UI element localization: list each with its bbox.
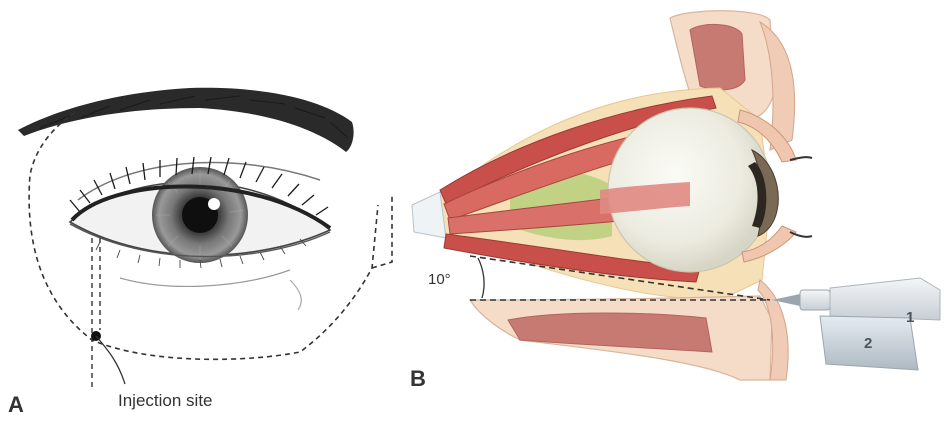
panel-a-label: A xyxy=(8,392,24,417)
under-eye-crease xyxy=(120,270,290,286)
orbital-apex xyxy=(412,192,446,238)
angle-arc xyxy=(478,258,484,298)
angle-label: 10° xyxy=(428,271,451,288)
maxillary-sinus xyxy=(508,313,712,352)
eye-highlight xyxy=(208,198,220,210)
panel-b-label: B xyxy=(410,366,426,391)
needle-hub xyxy=(800,290,830,310)
needle-marker-2: 2 xyxy=(864,335,872,352)
cheek-crease xyxy=(290,280,301,310)
syringe-cap xyxy=(830,278,940,320)
panel-b: 10° 1 2 B xyxy=(410,11,940,391)
needle-marker-1: 1 xyxy=(906,309,914,326)
panel-a: Injection site A xyxy=(8,88,392,417)
injection-site-label: Injection site xyxy=(118,391,213,410)
eyebrow xyxy=(18,88,354,152)
eyelashes-lower xyxy=(790,232,812,237)
